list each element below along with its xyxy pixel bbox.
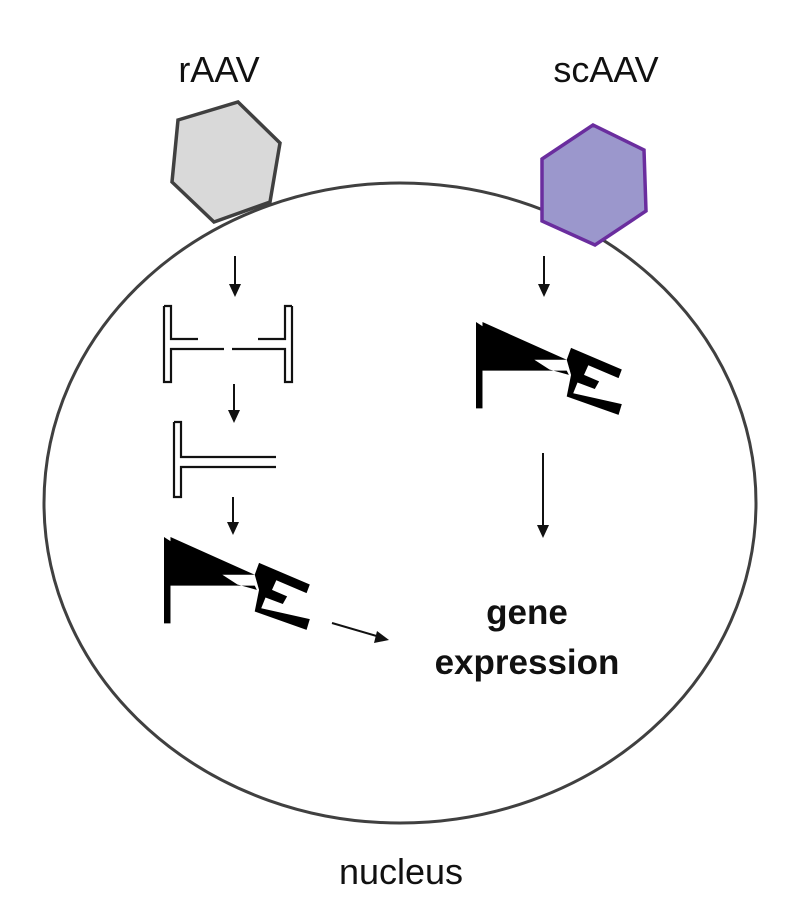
scaav-capsid-icon xyxy=(540,122,648,247)
raav-single-strand-genome-icon xyxy=(162,304,294,384)
raav-double-strand-genome-icon xyxy=(172,420,276,499)
nucleus-circle xyxy=(42,181,758,825)
raav-fold-arrow-icon xyxy=(227,497,239,535)
gene-expression-label-line2: expression xyxy=(435,643,620,682)
scaav-to-expression-arrow-icon xyxy=(537,453,549,538)
raav-to-expression-arrow-icon xyxy=(331,622,389,643)
nucleus-label: nucleus xyxy=(339,851,463,892)
raav-entry-arrow-icon xyxy=(229,256,241,297)
scaav-label: scAAV xyxy=(553,49,658,90)
scaav-entry-arrow-icon xyxy=(538,256,550,297)
raav-folded-genome-icon xyxy=(164,537,310,630)
gene-expression-label-line1: gene xyxy=(486,593,568,632)
raav-second-strand-arrow-icon xyxy=(228,384,240,423)
raav-label: rAAV xyxy=(178,49,259,90)
scaav-folded-genome-icon xyxy=(476,322,622,415)
raav-capsid-icon xyxy=(170,100,282,225)
